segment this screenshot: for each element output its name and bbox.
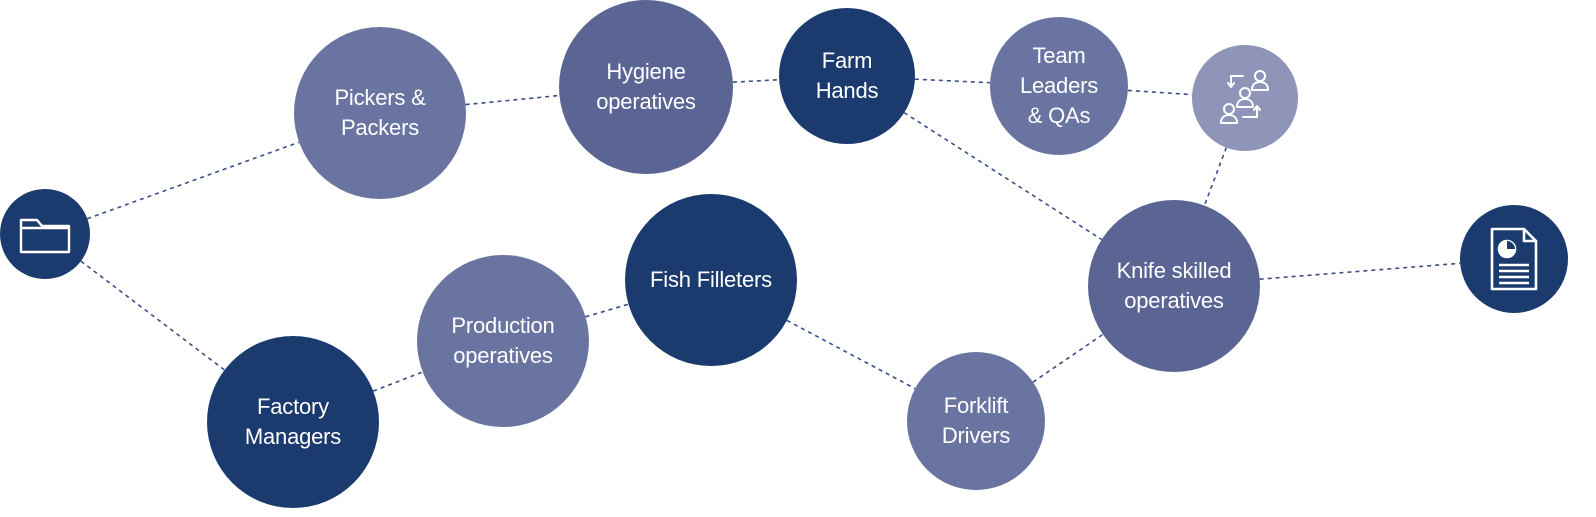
link-knife-skilled-operatives-to-report <box>1259 262 1461 280</box>
node-label-line: Hygiene <box>606 59 686 85</box>
node-label-line: Forklift <box>943 393 1009 419</box>
link-people-exchange-to-knife-skilled-operatives <box>1203 147 1228 206</box>
node-label-line: Hands <box>815 78 879 103</box>
node-label: Hygiene operatives <box>586 57 706 117</box>
node-label-line: Packers <box>340 115 420 140</box>
folder-icon <box>17 210 73 258</box>
link-pickers-packers-to-hygiene-operatives <box>465 94 560 106</box>
node-label-line: Factory <box>257 394 329 420</box>
node-label-line: Knife skilled <box>1116 258 1232 284</box>
node-people-exchange <box>1192 45 1298 151</box>
node-folder <box>0 189 90 279</box>
node-pickers-packers: Pickers & Packers <box>294 27 466 199</box>
node-report <box>1460 205 1568 313</box>
node-label-line: & QAs <box>1027 102 1091 128</box>
link-factory-managers-to-production-operatives <box>372 371 424 392</box>
link-folder-to-factory-managers <box>80 260 225 371</box>
node-hygiene-operatives: Hygiene operatives <box>559 0 733 174</box>
node-label-line: Production <box>451 313 555 339</box>
link-fish-filleters-to-forklift-drivers <box>786 319 916 390</box>
link-folder-to-pickers-packers <box>87 141 300 220</box>
node-label: Pickers & Packers <box>324 83 435 143</box>
node-label-line: Managers <box>244 424 342 449</box>
link-farm-hands-to-knife-skilled-operatives <box>903 112 1103 241</box>
node-fish-filleters: Fish Filleters <box>625 194 797 366</box>
node-production-operatives: Production operatives <box>417 255 589 427</box>
node-label-line: operatives <box>596 89 696 114</box>
node-label: Knife skilled operatives <box>1107 256 1242 316</box>
node-label-line: Drivers <box>941 423 1011 448</box>
node-label-line: Pickers & <box>334 85 426 111</box>
link-farm-hands-to-team-leaders-qas <box>914 78 991 84</box>
node-label-line: operatives <box>453 343 553 368</box>
node-label: Fish Filleters <box>640 265 782 295</box>
link-hygiene-operatives-to-farm-hands <box>732 78 780 83</box>
link-production-operatives-to-fish-filleters <box>585 303 629 318</box>
people-exchange-icon <box>1213 66 1277 130</box>
node-label-line: operatives <box>1124 288 1224 313</box>
link-team-leaders-qas-to-people-exchange <box>1127 89 1193 96</box>
link-forklift-drivers-to-knife-skilled-operatives <box>1032 333 1104 383</box>
node-label-line: Farm <box>821 48 873 74</box>
node-label: Production operatives <box>441 311 564 371</box>
node-label-line: Leaders <box>1019 73 1099 99</box>
node-label-line: Team <box>1032 43 1086 69</box>
node-knife-skilled-operatives: Knife skilled operatives <box>1088 200 1260 372</box>
report-document-icon <box>1486 225 1542 293</box>
node-label-line: Fish Filleters <box>650 267 772 293</box>
